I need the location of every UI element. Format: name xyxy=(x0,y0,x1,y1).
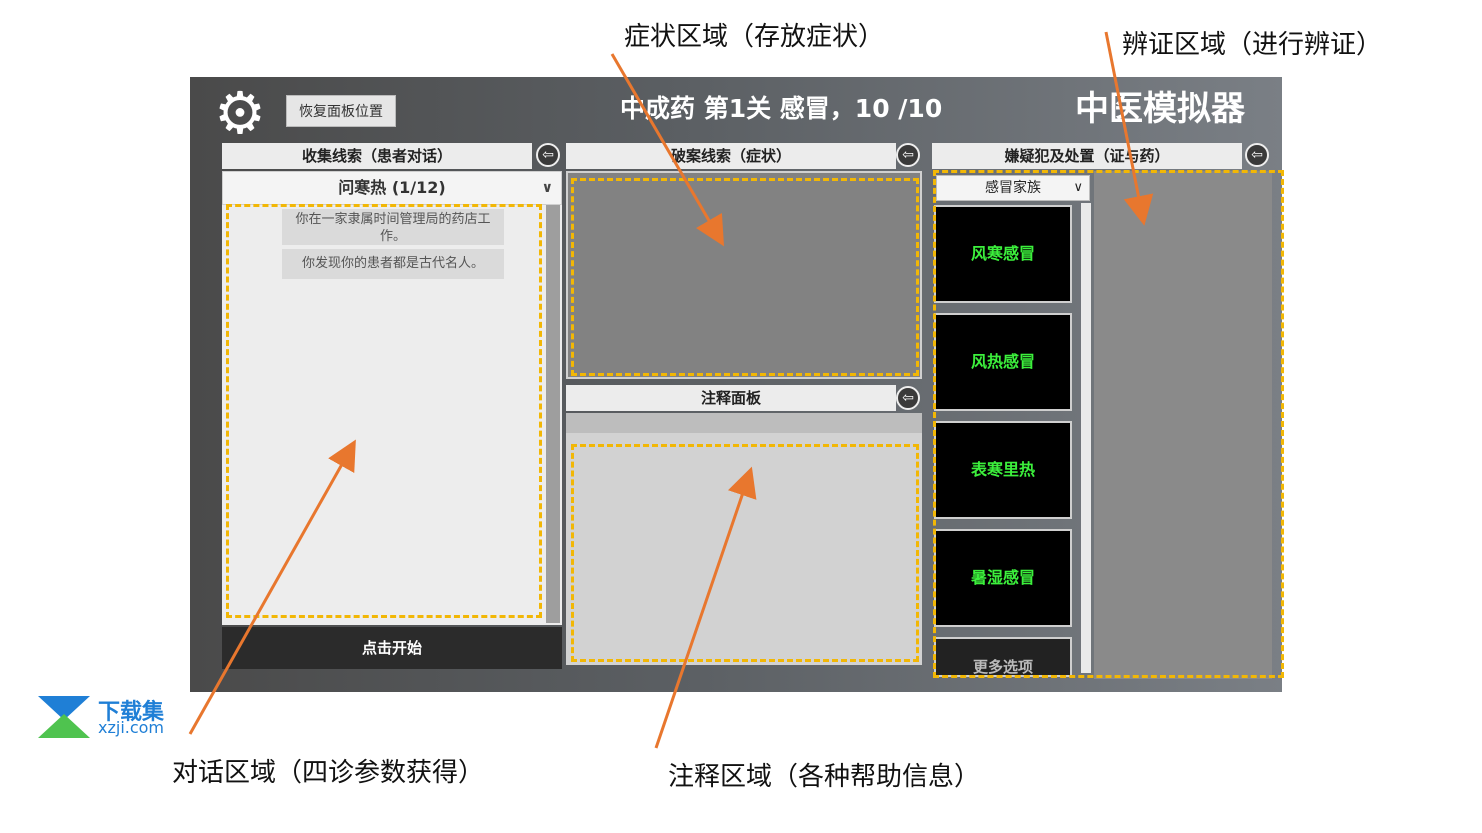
back-arrow-icon[interactable]: ⇦ xyxy=(536,143,560,167)
dialog-scrollbar[interactable] xyxy=(546,205,560,623)
symptom-zone-label: 症状区域（存放症状） xyxy=(624,22,885,52)
watermark-url: xzji.com xyxy=(98,718,165,737)
back-arrow-icon[interactable]: ⇦ xyxy=(896,143,920,167)
dialog-arrow xyxy=(188,439,356,735)
gear-icon[interactable]: ⚙ xyxy=(214,79,266,147)
dialog-zone-label: 对话区域（四诊参数获得） xyxy=(172,758,485,788)
diagnosis-arrow xyxy=(1104,31,1154,226)
option-card[interactable]: 表寒里热 xyxy=(934,421,1072,519)
chevron-down-icon: ∨ xyxy=(1073,180,1083,195)
watermark-name: 下载集 xyxy=(98,700,165,725)
dialog-panel-title: 收集线索（患者对话） xyxy=(222,143,532,169)
note-panel-title: 注释面板 xyxy=(566,385,896,411)
disease-family-select[interactable]: 感冒家族 ∨ xyxy=(936,175,1090,201)
chevron-down-icon: ∨ xyxy=(541,180,553,196)
note-toolbar xyxy=(566,413,922,433)
options-scrollbar[interactable] xyxy=(1081,203,1091,673)
symptom-zone-highlight xyxy=(571,178,919,376)
dialog-category-value: 问寒热 (1/12) xyxy=(338,178,446,197)
dialog-category-select[interactable]: 问寒热 (1/12) ∨ xyxy=(222,171,562,205)
reset-panel-button[interactable]: 恢复面板位置 xyxy=(286,95,396,127)
option-card[interactable]: 风寒感冒 xyxy=(934,205,1072,303)
dialog-area: 你在一家隶属时间管理局的药店工作。 你发现你的患者都是古代名人。 xyxy=(222,205,562,625)
option-card[interactable]: 暑湿感冒 xyxy=(934,529,1072,627)
dialog-message: 你在一家隶属时间管理局的药店工作。 xyxy=(282,209,504,245)
symptom-arrow xyxy=(610,53,725,247)
diagnosis-zone-highlight xyxy=(933,170,1284,678)
note-arrow xyxy=(654,466,757,749)
start-button[interactable]: 点击开始 xyxy=(222,627,562,669)
note-zone-highlight xyxy=(571,444,919,662)
disease-family-value: 感冒家族 xyxy=(985,180,1041,196)
option-card[interactable]: 风热感冒 xyxy=(934,313,1072,411)
game-title: 中医模拟器 xyxy=(1075,89,1245,129)
symptom-panel-title: 破案线索（症状） xyxy=(566,143,896,169)
watermark-logo xyxy=(38,696,90,738)
dialog-zone-highlight xyxy=(226,204,542,618)
note-zone-label: 注释区域（各种帮助信息） xyxy=(668,762,981,792)
diagnosis-area[interactable] xyxy=(1094,171,1272,679)
symptom-area[interactable] xyxy=(566,171,922,379)
level-title: 中成药 第1关 感冒，10 /10 xyxy=(620,94,943,123)
dialog-message: 你发现你的患者都是古代名人。 xyxy=(282,249,504,279)
diagnosis-zone-label: 辨证区域（进行辨证） xyxy=(1122,30,1383,60)
back-arrow-icon[interactable]: ⇦ xyxy=(896,386,920,410)
back-arrow-icon[interactable]: ⇦ xyxy=(1245,143,1269,167)
